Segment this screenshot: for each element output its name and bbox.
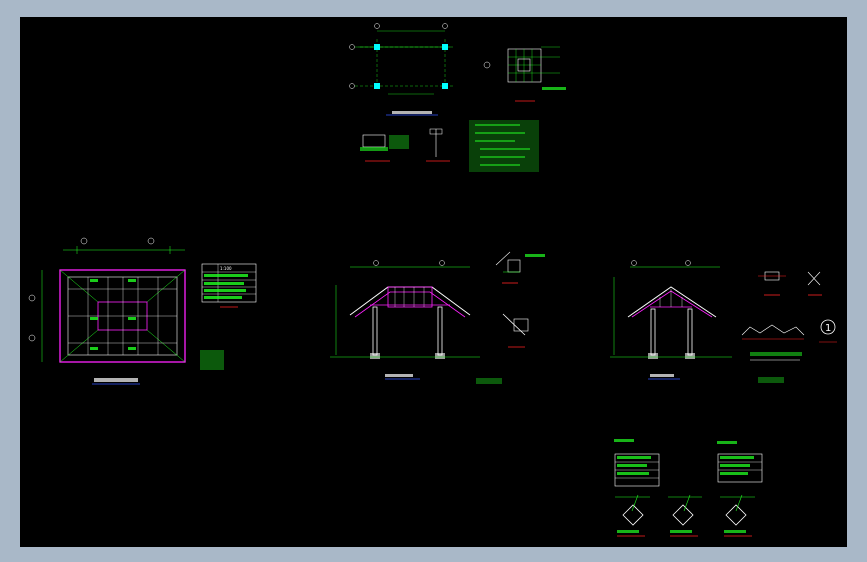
small-details [360, 120, 539, 172]
section-elevation-1 [330, 260, 502, 384]
table-first-row-text: 1:100 [220, 266, 232, 271]
detail-callout-number: 1 [825, 323, 831, 334]
column-grid-plan [349, 23, 455, 116]
cad-drawing: 1:100 [28, 23, 837, 537]
roof-framing-plan [28, 237, 224, 385]
footing-detail [483, 46, 566, 102]
schedule-table: 1:100 [201, 263, 257, 308]
cad-drawing-canvas[interactable]: 1:100 [20, 17, 847, 547]
section-elevation-2 [610, 260, 732, 380]
bottom-right-details [614, 439, 763, 537]
joint-details [495, 251, 545, 348]
connection-details: 1 [741, 271, 837, 383]
